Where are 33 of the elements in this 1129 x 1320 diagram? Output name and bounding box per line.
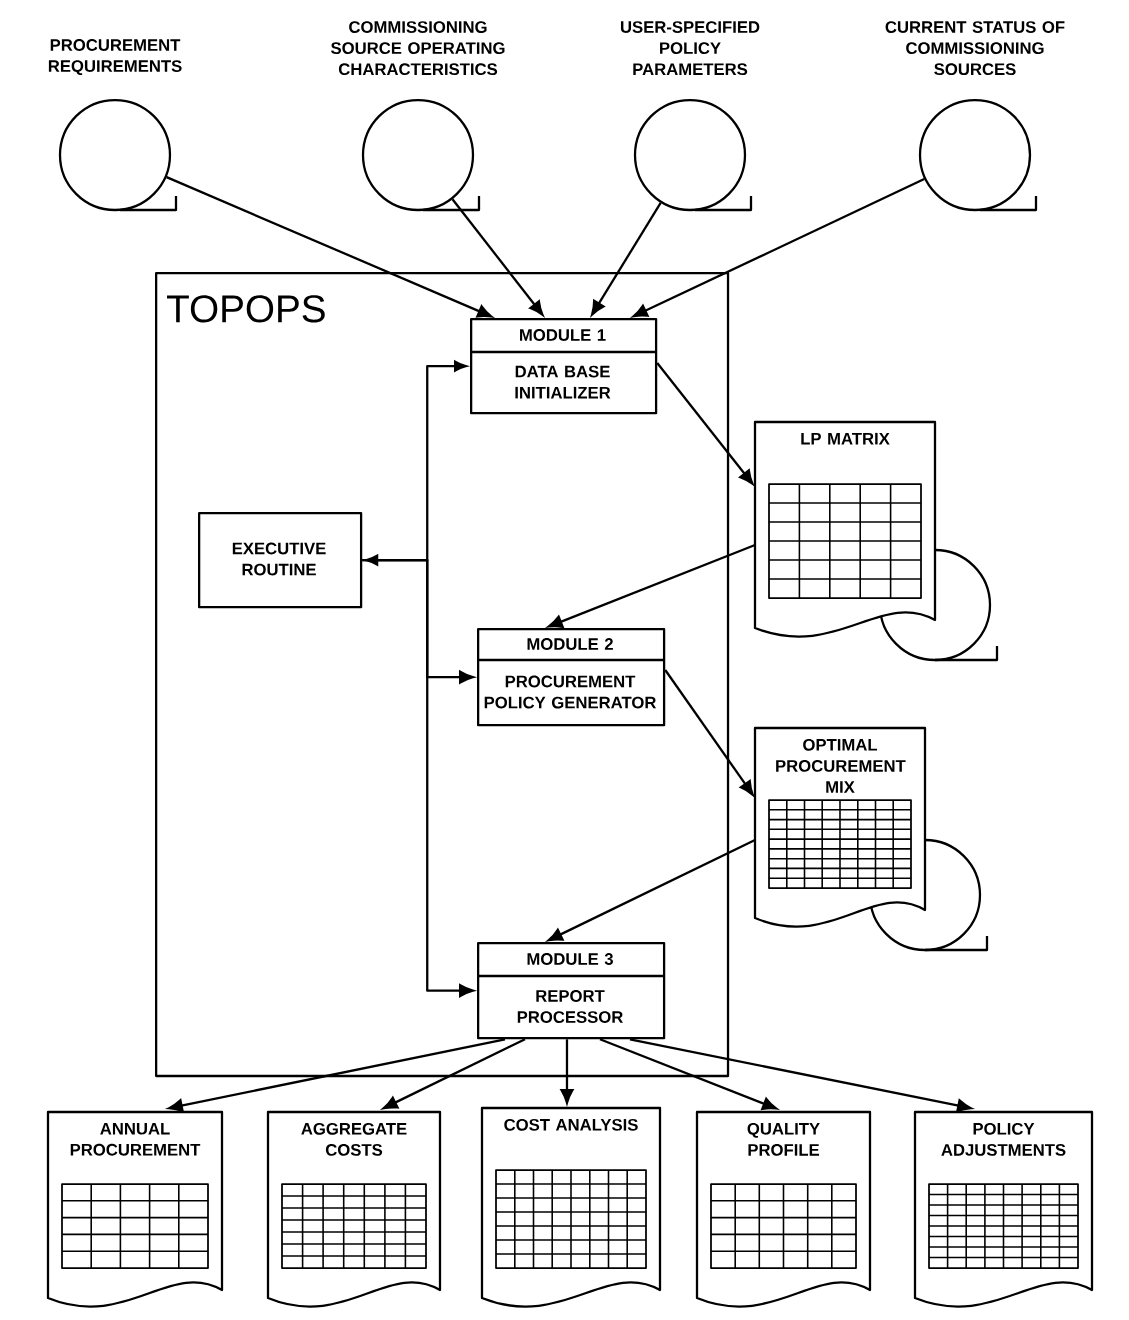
report-document: ANNUAL PROCUREMENT	[46, 1110, 224, 1308]
report-document: QUALITY PROFILE	[695, 1110, 872, 1308]
report-document: OPTIMAL PROCUREMENT MIX	[753, 726, 989, 952]
arrow	[382, 1038, 526, 1110]
tape-reel: COMMISSIONING SOURCE OPERATING CHARACTERISTICS	[331, 21, 505, 212]
module-box: MODULE 3 REPORT PROCESSOR	[477, 942, 666, 1040]
report-document: LP MATRIX	[753, 420, 999, 662]
tape-reel: CURRENT STATUS OF COMMISSIONING SOURCES	[885, 21, 1065, 212]
arrow	[451, 198, 544, 316]
node-label: CURRENT STATUS OF COMMISSIONING SOURCES	[885, 21, 1065, 76]
tape-reel: USER-SPECIFIED POLICY PARAMETERS	[620, 21, 760, 212]
arrow	[656, 362, 754, 485]
arrow	[664, 669, 754, 796]
routine-box: EXECUTIVE ROUTINE	[198, 512, 363, 609]
report-document: COST ANALYSIS	[480, 1106, 662, 1308]
arrow	[547, 543, 756, 628]
node-label: COMMISSIONING SOURCE OPERATING CHARACTERISTICS	[330, 21, 505, 76]
module-box: MODULE 2 PROCUREMENT POLICY GENERATOR	[477, 628, 666, 727]
arrow	[560, 1039, 574, 1104]
arrow	[365, 360, 467, 566]
arrow	[629, 1038, 972, 1113]
arrow	[168, 1038, 506, 1113]
arrow	[591, 202, 662, 316]
node-label: USER-SPECIFIED POLICY PARAMETERS	[620, 21, 760, 76]
tape-reel: PROCUREMENT REQUIREMENTS	[48, 39, 182, 212]
arrow	[599, 1038, 778, 1110]
module-box: MODULE 1 DATA BASE INITIALIZER	[470, 318, 658, 415]
arrow	[166, 176, 493, 318]
report-document: AGGREGATE COSTS	[266, 1110, 442, 1308]
arrow	[547, 838, 756, 942]
node-label: PROCUREMENT REQUIREMENTS	[48, 39, 182, 76]
report-document: POLICY ADJUSTMENTS	[913, 1110, 1094, 1308]
arrow	[632, 177, 925, 318]
